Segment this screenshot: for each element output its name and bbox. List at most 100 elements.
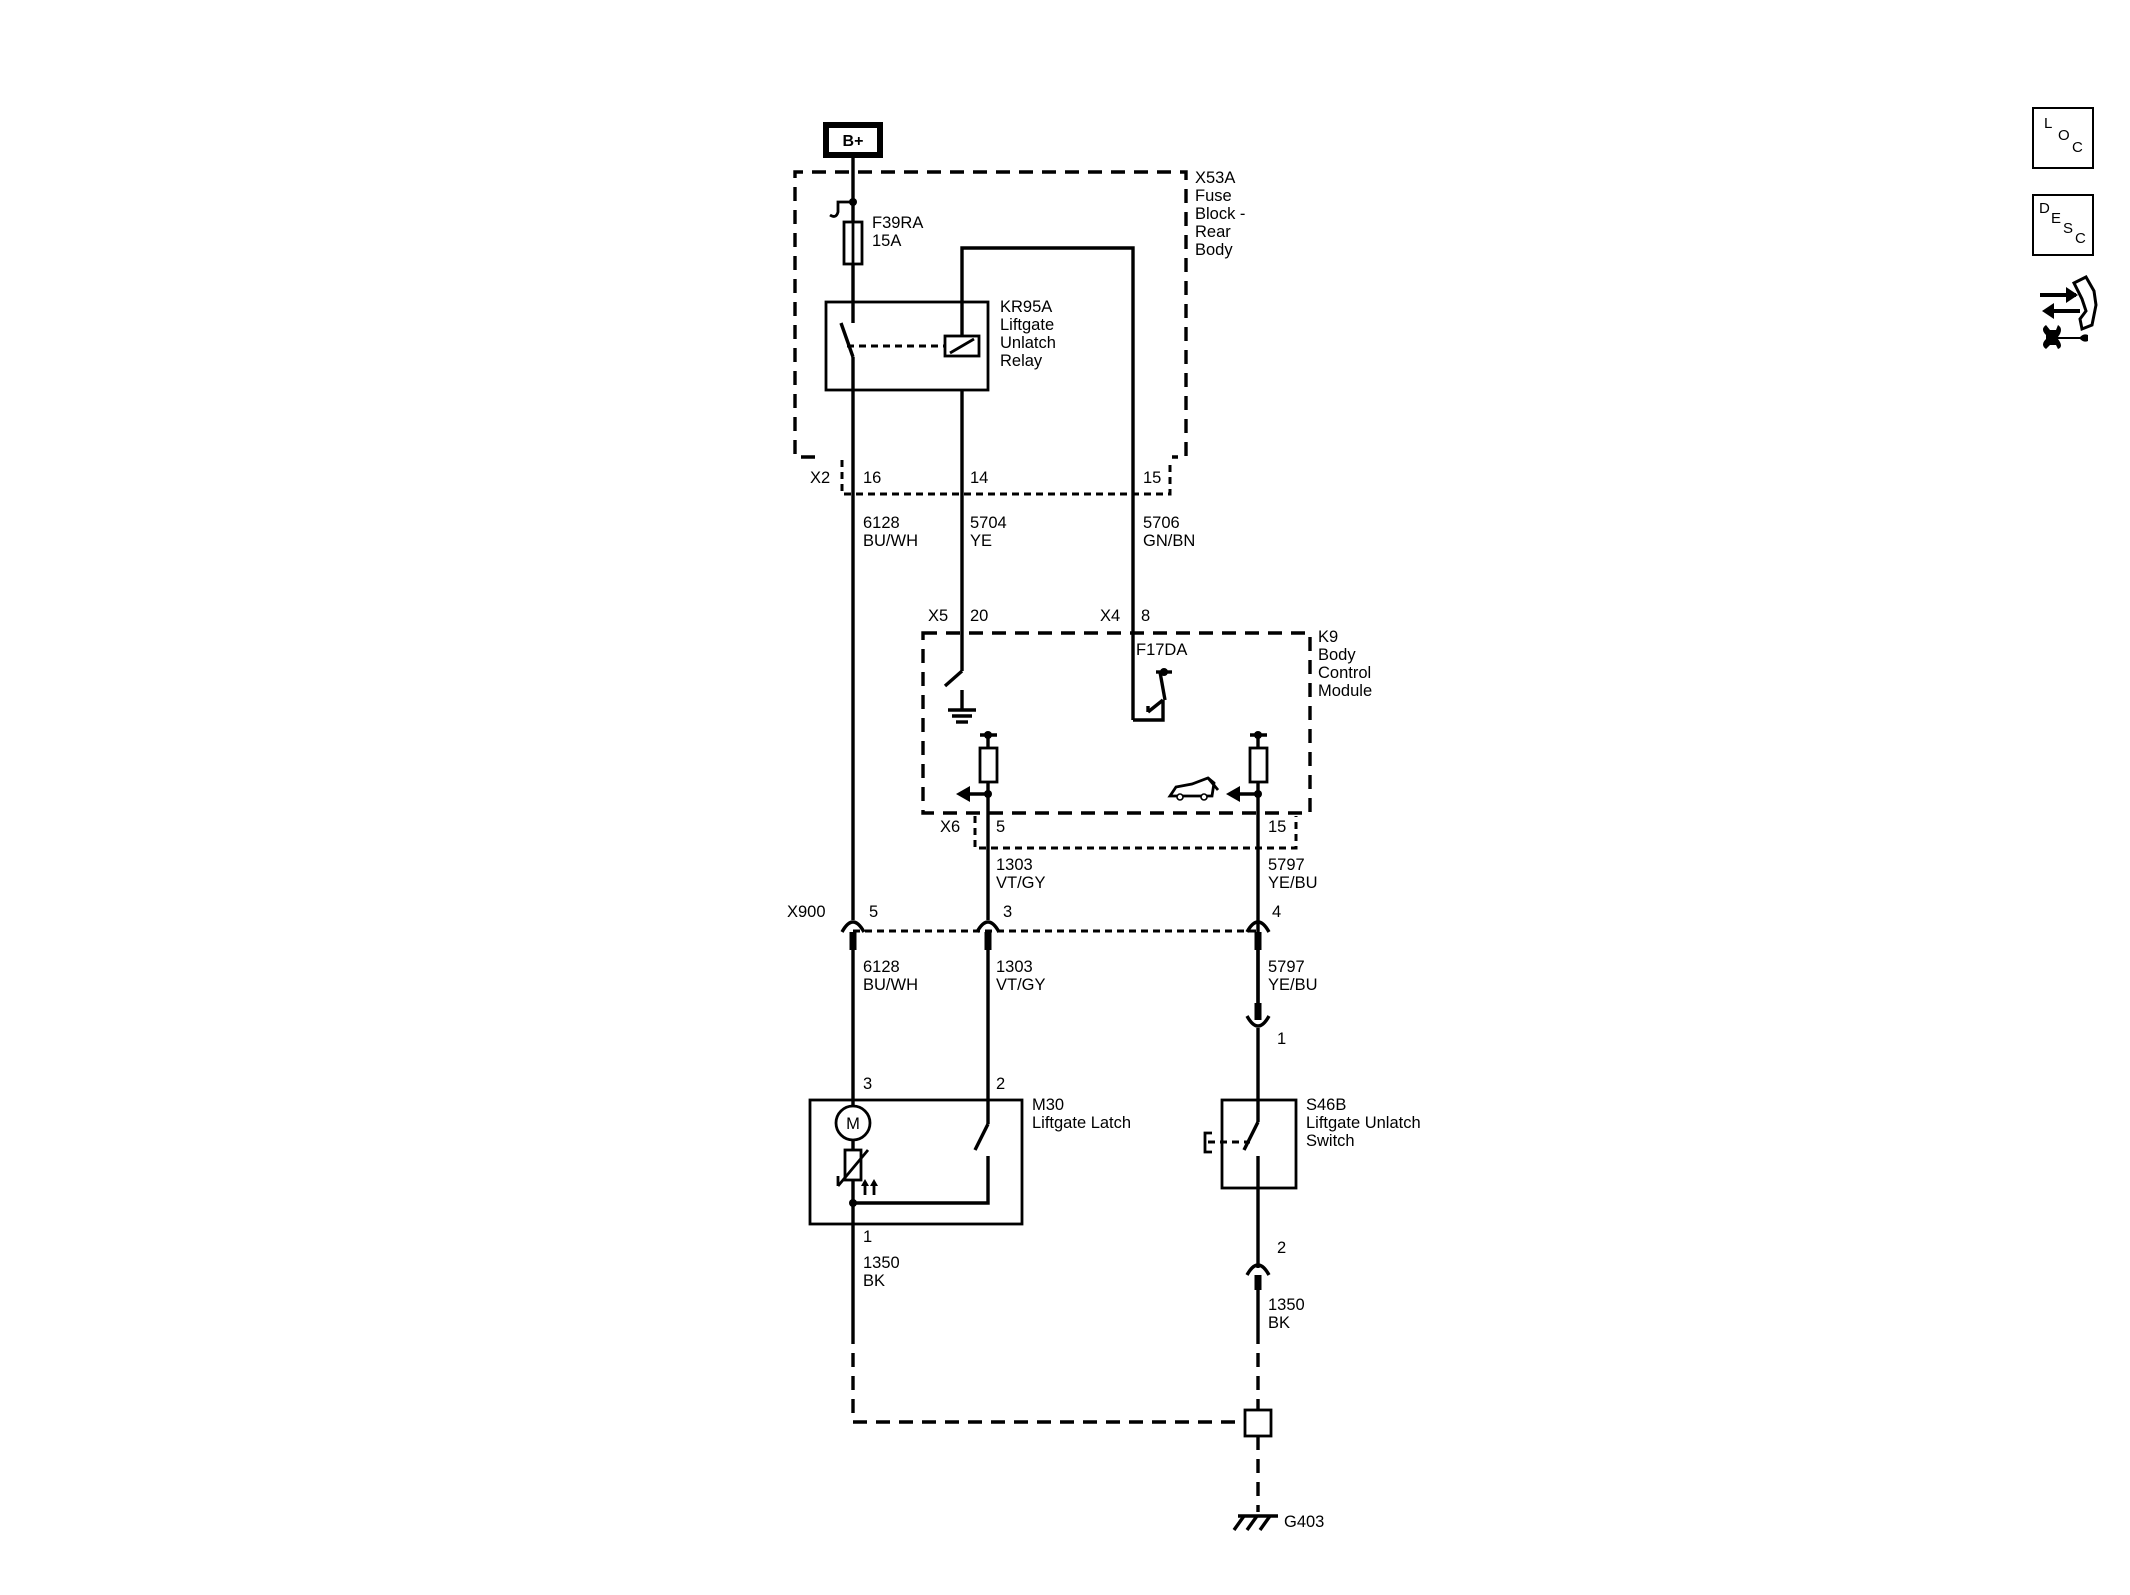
latch-pin-2: 2: [996, 1075, 1005, 1093]
latch-ref-label: M30: [1032, 1096, 1064, 1114]
relay-kr95a-symbol: [824, 300, 990, 392]
description-letter: S: [2063, 220, 2074, 237]
ground-ref-label: G403: [1284, 1513, 1324, 1531]
svg-text:Block -: Block -: [1195, 205, 1245, 223]
latch-pin-3: 3: [863, 1075, 872, 1093]
x6-connector-outline: [973, 816, 1298, 850]
wire-color-label: BU/WH: [863, 532, 918, 550]
bcm-input-resistor-left: [956, 731, 999, 920]
wire-circuit-label: 5797: [1268, 856, 1305, 874]
location-letter: L: [2044, 115, 2053, 132]
x4-pin-8: 8: [1141, 607, 1150, 625]
x2-pin-15: 15: [1143, 469, 1161, 487]
svg-text:Body: Body: [1318, 646, 1356, 664]
svg-text:K9: K9: [1318, 628, 1338, 646]
bcm-outline: [921, 631, 1312, 815]
switch-pin-2: 2: [1277, 1239, 1286, 1257]
wire-circuit-label: 1303: [996, 958, 1033, 976]
bcm-label: K9 Body Control Module: [1318, 628, 1372, 700]
bcm-input-resistor-right: [1226, 731, 1269, 1020]
svg-text:Body: Body: [1195, 241, 1233, 259]
description-letter: C: [2075, 230, 2086, 247]
switch-pin1-connector-symbol: [1245, 1003, 1271, 1100]
wire-color-label: BU/WH: [863, 976, 918, 994]
splice-pack-symbol: [1243, 1408, 1273, 1438]
wire-circuit-label: 5797: [1268, 958, 1305, 976]
wire-circuit-label: 1350: [863, 1254, 900, 1272]
wire-circuit-label: 5706: [1143, 514, 1180, 532]
relay-coil-feed-wire: [960, 246, 1135, 720]
connector-tool-button[interactable]: [2036, 275, 2100, 357]
x900-connector-label: X900: [787, 903, 826, 921]
switch-pin-1: 1: [1277, 1030, 1286, 1048]
liftgate-vehicle-icon: [1167, 776, 1220, 801]
x2-pin-14: 14: [970, 469, 988, 487]
svg-text:Liftgate: Liftgate: [1000, 316, 1054, 334]
wire-color-label: BK: [1268, 1314, 1290, 1332]
wire-circuit-label: 6128: [863, 514, 900, 532]
latch-motor-symbol: M: [846, 1115, 860, 1133]
switch-name-label: Switch: [1306, 1132, 1355, 1150]
x900-pin-symbols: [840, 920, 1271, 950]
x900-pin-5: 5: [869, 903, 878, 921]
svg-text:Relay: Relay: [1000, 352, 1043, 370]
wire-circuit-label: 1350: [1268, 1296, 1305, 1314]
bus-branch-icon: [829, 176, 857, 222]
svg-text:KR95A: KR95A: [1000, 298, 1052, 316]
x6-pin-5: 5: [996, 818, 1005, 836]
connector-repair-icon: [2040, 275, 2098, 349]
description-button[interactable]: D E S C: [2032, 194, 2094, 256]
fuse-f39ra-symbol: [842, 220, 864, 266]
battery-positive-symbol: B+: [823, 122, 883, 158]
svg-text:Unlatch: Unlatch: [1000, 334, 1056, 352]
svg-text:Control: Control: [1318, 664, 1371, 682]
chassis-ground-icon: [1232, 1514, 1278, 1531]
wire-circuit-label: 1303: [996, 856, 1033, 874]
latch-pin-1: 1: [863, 1228, 872, 1246]
switch-name-label: Liftgate Unlatch: [1306, 1114, 1421, 1132]
liftgate-unlatch-switch-s46b-symbol: [1203, 1098, 1298, 1190]
wire-circuit-label: 6128: [863, 958, 900, 976]
description-letter: D: [2039, 200, 2050, 217]
wire-color-label: YE/BU: [1268, 874, 1318, 892]
fuse-ref-label: F39RA: [872, 214, 923, 232]
fuse-block-label: X53A Fuse Block - Rear Body: [1195, 169, 1245, 259]
ground-splice-wire: [851, 1330, 1245, 1424]
location-letter: O: [2058, 127, 2070, 144]
wire-color-label: YE: [970, 532, 992, 550]
location-button[interactable]: L O C: [2032, 107, 2094, 169]
wire-circuit-label: 5704: [970, 514, 1007, 532]
fuse-rating-label: 15A: [872, 232, 901, 250]
liftgate-latch-m30-symbol: M: [808, 1098, 1024, 1226]
wire-color-label: BK: [863, 1272, 885, 1290]
wire-color-label: YE/BU: [1268, 976, 1318, 994]
svg-text:Module: Module: [1318, 682, 1372, 700]
svg-text:X53A: X53A: [1195, 169, 1235, 187]
x5-connector-label: X5: [928, 607, 948, 625]
wire-color-label: VT/GY: [996, 874, 1046, 892]
x2-connector-label: X2: [810, 469, 830, 487]
x6-connector-label: X6: [940, 818, 960, 836]
description-letter: E: [2051, 210, 2062, 227]
x900-pin-4: 4: [1272, 903, 1281, 921]
wire-color-label: GN/BN: [1143, 532, 1195, 550]
bcm-high-side-switch-symbol: [1133, 668, 1172, 722]
x2-connector-outline: [840, 460, 1172, 496]
wire-color-label: VT/GY: [996, 976, 1046, 994]
latch-name-label: Liftgate Latch: [1032, 1114, 1131, 1132]
svg-text:Fuse: Fuse: [1195, 187, 1232, 205]
bcm-internal-fuse-label: F17DA: [1136, 641, 1187, 659]
switch-ref-label: S46B: [1306, 1096, 1346, 1114]
x2-pin-16: 16: [863, 469, 881, 487]
x6-pin-15: 15: [1268, 818, 1286, 836]
x5-pin-20: 20: [970, 607, 988, 625]
svg-text:Rear: Rear: [1195, 223, 1231, 241]
relay-label: KR95A Liftgate Unlatch Relay: [1000, 298, 1056, 370]
switch-pin2-connector-symbol: [1245, 1188, 1271, 1330]
x900-pin-3: 3: [1003, 903, 1012, 921]
power-source-label: B+: [843, 133, 864, 150]
bcm-low-side-driver-symbol: [943, 669, 976, 724]
location-letter: C: [2072, 139, 2083, 156]
x4-connector-label: X4: [1100, 607, 1120, 625]
